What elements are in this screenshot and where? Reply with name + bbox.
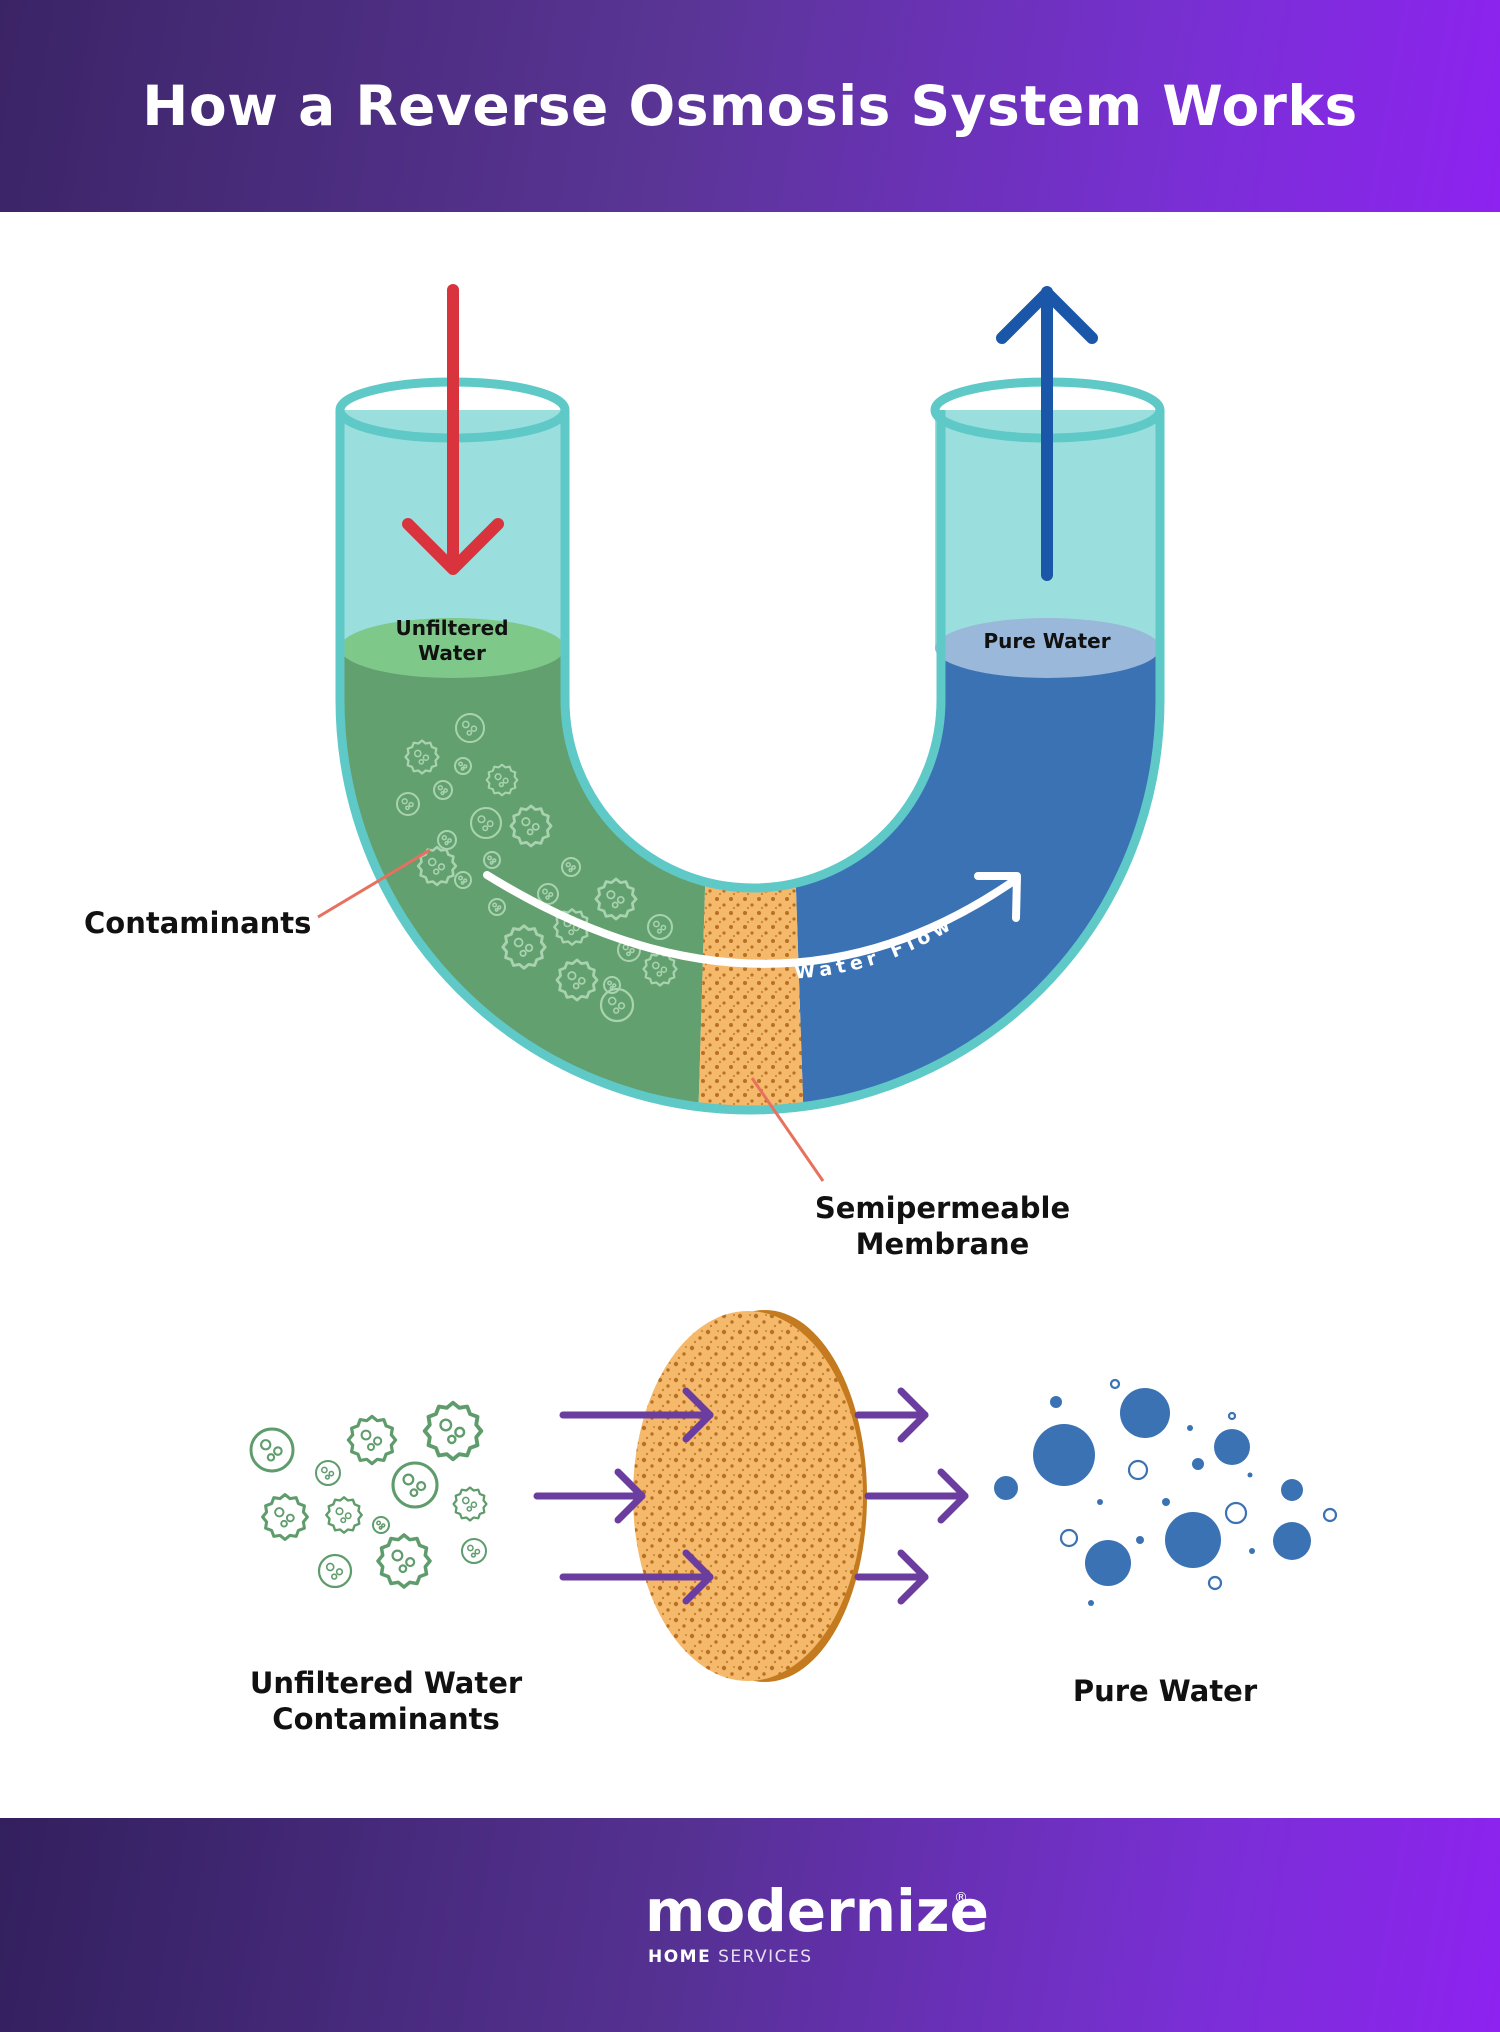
membrane-label: Semipermeable Membrane [800, 1190, 1085, 1263]
footer-banner [0, 1818, 1500, 2032]
microbe-icon [249, 1427, 295, 1473]
microbe-icon [404, 739, 440, 775]
water-droplet-icon [1162, 1498, 1170, 1506]
water-droplet-icon [1281, 1479, 1303, 1501]
microbe-icon [376, 1533, 432, 1589]
tube-glass [340, 410, 1160, 650]
membrane-line2: Membrane [855, 1227, 1030, 1262]
water-droplet-icon [1214, 1429, 1250, 1465]
membrane-line1: Semipermeable [814, 1191, 1071, 1225]
microbe-icon [325, 1496, 363, 1534]
water-droplet-icon [1273, 1522, 1311, 1560]
membrane-disc [633, 1310, 867, 1682]
water-droplet-icon [994, 1476, 1018, 1500]
water-droplet-icon [1088, 1600, 1094, 1606]
bottom-unfiltered-line1: Unfiltered Water [249, 1666, 523, 1700]
water-droplet-icon [1165, 1512, 1221, 1568]
tube-contaminants [396, 713, 678, 1023]
water-droplet-icon [1050, 1396, 1062, 1408]
microbe-icon [509, 804, 553, 848]
microbe-icon [485, 763, 519, 797]
water-droplet-icon [1059, 1528, 1079, 1548]
microbe-icon [454, 871, 472, 889]
unfiltered-water-label: Unfiltered Water [372, 616, 532, 666]
water-droplet-icon [1097, 1499, 1103, 1505]
pure-water-droplets [994, 1378, 1338, 1606]
microbe-icon [315, 1460, 341, 1486]
microbe-icon [599, 987, 635, 1023]
microbe-icon [416, 845, 458, 887]
brand-sub-bold: HOME [648, 1947, 712, 1967]
pure-water-top-label: Pure Water [983, 629, 1111, 653]
microbe-icon [346, 1414, 398, 1466]
arrow-down-icon [402, 284, 504, 575]
microbe-icon [433, 780, 453, 800]
microbe-icon [603, 976, 621, 994]
water-droplet-icon [1033, 1424, 1095, 1486]
microbe-icon [452, 1486, 488, 1522]
unfiltered-water-surface [340, 618, 565, 678]
header-banner: How a Reverse Osmosis System Works [0, 0, 1500, 212]
water-droplet-icon [1120, 1388, 1170, 1438]
flow-arrows [533, 1387, 969, 1605]
water-droplet-icon [1136, 1536, 1144, 1544]
water-droplet-icon [1187, 1425, 1193, 1431]
water-droplet-icon [1085, 1540, 1131, 1586]
contaminants-label: Contaminants [84, 906, 312, 940]
leader-lines [317, 848, 825, 1182]
water-droplet-icon [1207, 1575, 1223, 1591]
water-droplet-icon [1227, 1411, 1237, 1421]
water-droplet-icon [1109, 1378, 1121, 1390]
microbe-icon [372, 1516, 390, 1534]
water-droplet-icon [1192, 1458, 1204, 1470]
microbe-icon [501, 924, 547, 970]
brand-name: modernize [645, 1877, 990, 1945]
microbe-icon [317, 1553, 353, 1589]
microbe-icon [488, 898, 506, 916]
microbe-icon [461, 1538, 487, 1564]
brand-sub-light: SERVICES [718, 1947, 813, 1967]
microbe-icon [422, 1400, 484, 1462]
microbe-icon [537, 883, 559, 905]
unfiltered-line2: Water [418, 641, 486, 665]
brand-registered: ® [954, 1890, 968, 1906]
water-droplet-icon [1249, 1548, 1255, 1554]
microbe-icon [561, 857, 581, 877]
water-droplet-icon [1247, 1472, 1253, 1478]
arrow-up-icon [996, 286, 1098, 581]
microbe-icon [454, 757, 472, 775]
microbe-icon [647, 914, 673, 940]
curved-arrow-icon [483, 871, 1021, 968]
microbe-icon [455, 713, 485, 743]
brand-subtitle: HOME SERVICES [648, 1947, 813, 1967]
microbe-icon [396, 792, 420, 816]
water-droplet-icon [1224, 1501, 1248, 1525]
microbe-icon [594, 877, 638, 921]
bottom-unfiltered-label: Unfiltered Water Contaminants [236, 1665, 536, 1738]
microbe-icon [469, 806, 503, 840]
unfiltered-line1: Unfiltered [395, 616, 509, 640]
page-title: How a Reverse Osmosis System Works [142, 74, 1358, 138]
bottom-pure-water-label: Pure Water [1072, 1674, 1258, 1708]
microbe-icon [261, 1493, 309, 1541]
microbe-icon [555, 958, 599, 1002]
water-droplet-icon [1322, 1507, 1338, 1523]
water-droplet-icon [1127, 1459, 1149, 1481]
bottom-contaminants [249, 1400, 488, 1589]
pure-water-surface [935, 618, 1160, 678]
microbe-icon [391, 1461, 439, 1509]
microbe-icon [483, 851, 501, 869]
bottom-unfiltered-line2: Contaminants [272, 1702, 500, 1737]
